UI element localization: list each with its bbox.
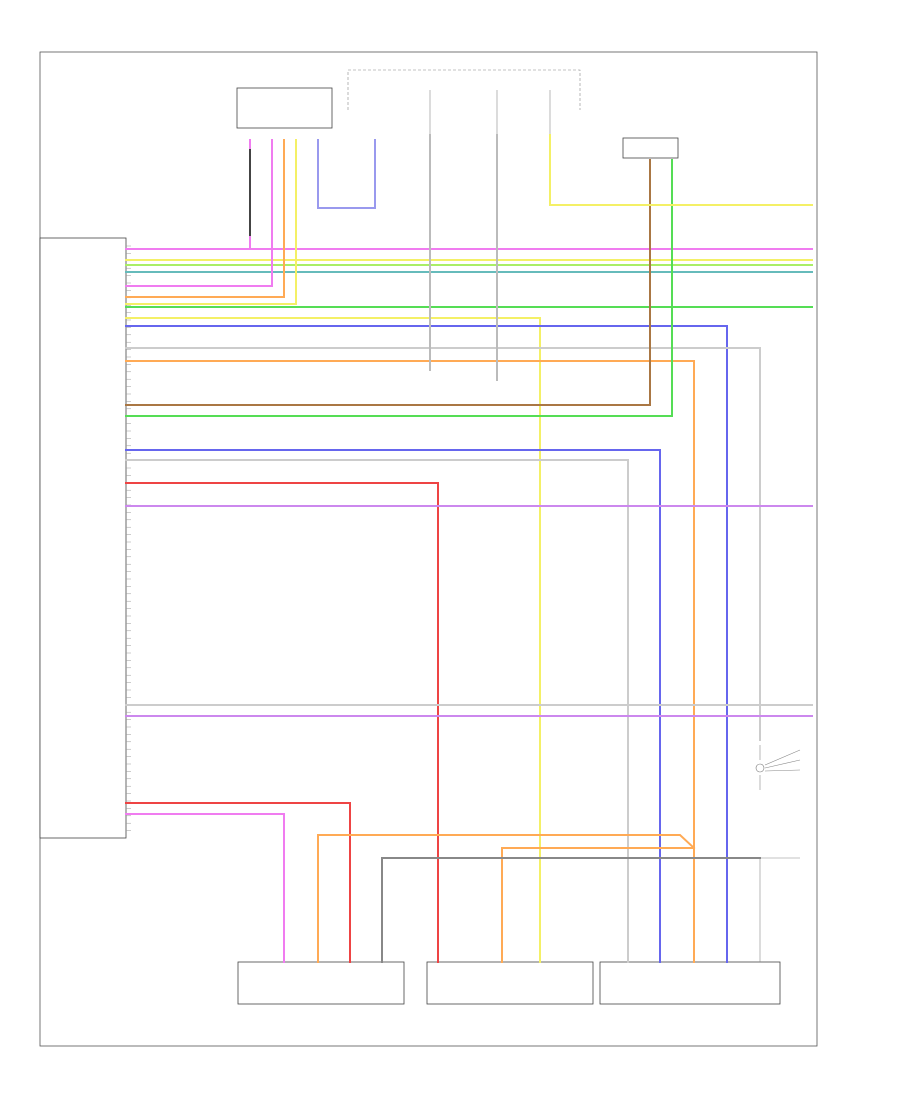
wire-green-14 xyxy=(125,159,673,417)
wire-yellow-9 xyxy=(125,317,541,963)
wire-pink-1 xyxy=(125,139,813,250)
passenger-actuator xyxy=(237,961,405,1005)
top-right-switch xyxy=(622,137,679,159)
supply-block xyxy=(347,69,581,135)
wire-orange-6 xyxy=(125,139,285,298)
wire-pink-22 xyxy=(125,813,285,963)
diagram-frame xyxy=(39,51,818,1047)
wire-red-21 xyxy=(125,802,351,963)
wire-gray-16 xyxy=(125,459,629,963)
wire-gray-11 xyxy=(125,347,761,741)
wire-gray-25 xyxy=(381,857,761,963)
wire-brown-13 xyxy=(125,159,651,406)
climate-control-unit xyxy=(39,237,127,839)
wire-pink-5 xyxy=(125,139,273,287)
wire-yellow-26 xyxy=(549,134,813,206)
driver-actuator xyxy=(599,961,781,1005)
wire-blue-27 xyxy=(317,139,376,209)
wire-orange-12 xyxy=(125,360,695,849)
wire-blue-10 xyxy=(125,325,728,963)
wire-orange-23 xyxy=(317,834,696,963)
wire-orange-24 xyxy=(501,847,695,963)
unit-pin-ticks xyxy=(126,245,131,831)
top-module xyxy=(236,87,333,129)
wire-blue-15 xyxy=(125,449,661,963)
mode-actuator xyxy=(426,961,594,1005)
resistor-block xyxy=(755,745,801,962)
wire-yellow-7 xyxy=(125,139,297,305)
wire-gray-28 xyxy=(429,134,498,381)
wire-red-17 xyxy=(125,482,439,963)
